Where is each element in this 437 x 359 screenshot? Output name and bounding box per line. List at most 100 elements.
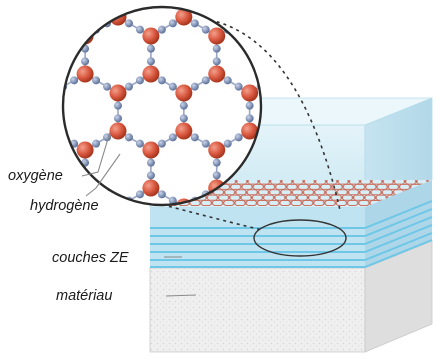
hydrogen-atom xyxy=(201,25,210,34)
oxygen-atom xyxy=(11,256,28,273)
hydrogen-atom xyxy=(333,76,341,84)
lattice-bond xyxy=(315,74,348,93)
hydrogen-atom xyxy=(168,82,177,91)
hydrogen-atom xyxy=(103,82,112,91)
hydrogen-atom xyxy=(70,25,79,34)
oxygen-atom xyxy=(11,66,28,83)
hydrogen-atom xyxy=(212,44,221,53)
hydrogen-atom xyxy=(190,133,199,142)
surface-hexagon xyxy=(105,195,118,200)
hydrogen-atom xyxy=(245,114,254,123)
oxygen-atom xyxy=(175,122,193,140)
hydrogen-atom xyxy=(179,7,188,9)
hydrogen-atom xyxy=(146,171,155,180)
label-oxygen: oxygène xyxy=(8,168,63,184)
oxygen-atom xyxy=(340,66,357,83)
hydrogen-atom xyxy=(81,57,90,66)
hydrogen-atom xyxy=(234,19,243,28)
surface-hexagon xyxy=(392,180,407,185)
hydrogen-atom xyxy=(4,140,12,148)
hydrogen-atom xyxy=(63,19,68,28)
leader-oxygen xyxy=(81,131,111,177)
hydrogen-atom xyxy=(26,140,34,148)
oxygen-atom xyxy=(241,122,259,140)
lattice-bond xyxy=(0,17,19,36)
hydrogen-atom xyxy=(48,216,56,224)
hydrogen-atom xyxy=(48,0,56,8)
surface-hexagon xyxy=(245,180,261,185)
hydrogen-atom xyxy=(355,76,363,84)
hydrogen-atom xyxy=(279,45,287,53)
hydrogen-atom xyxy=(322,19,330,27)
material-front xyxy=(149,267,366,353)
hydrogen-atom xyxy=(0,247,1,255)
oxygen-atom xyxy=(373,9,390,26)
hydrogen-atom xyxy=(201,76,210,85)
surface-hexagon xyxy=(369,180,385,185)
surface-hexagon xyxy=(256,180,272,185)
lattice-bond xyxy=(19,245,52,264)
hydrogen-atom xyxy=(15,57,23,65)
hydrogen-atom xyxy=(223,139,232,148)
lattice-bond xyxy=(0,188,19,207)
hydrogen-atom xyxy=(333,26,341,34)
surface-hexagon xyxy=(302,180,317,185)
hydrogen-atom xyxy=(322,83,330,91)
hydrogen-atom xyxy=(344,57,352,65)
magnifier-rim xyxy=(61,5,263,207)
hydrogen-atom xyxy=(168,133,177,142)
ez-layers-side xyxy=(364,180,433,268)
lattice-bond xyxy=(348,74,381,93)
hydrogen-atom xyxy=(0,197,1,205)
hydrogen-atom xyxy=(344,45,352,53)
hydrogen-atom xyxy=(279,57,287,65)
hydrogen-atom xyxy=(135,76,144,85)
hydrogen-atom xyxy=(103,196,112,205)
hydrogen-atom xyxy=(268,76,276,84)
hydrogen-atom xyxy=(201,139,210,148)
hydrogen-atom xyxy=(146,158,155,167)
hydrogen-atom xyxy=(234,133,243,142)
surface-hexagon xyxy=(268,180,283,185)
lattice-bond xyxy=(19,74,52,93)
surface-hexagon xyxy=(358,180,374,185)
lattice-bond xyxy=(63,16,86,37)
lattice-bond xyxy=(0,245,19,264)
hydrogen-atom xyxy=(311,0,319,8)
surface-hexagon xyxy=(99,201,112,206)
surface-hexagon xyxy=(279,180,295,185)
hydrogen-atom xyxy=(48,114,56,122)
oxygen-atom xyxy=(142,179,160,197)
hydrogen-atom xyxy=(268,26,276,34)
oxygen-atom xyxy=(241,8,259,26)
lattice-bond xyxy=(249,16,261,37)
hydrogen-atom xyxy=(157,25,166,34)
hydrogen-atom xyxy=(92,76,101,85)
oxygen-atom xyxy=(44,9,61,26)
label-ez-layers: couches ZE xyxy=(52,250,129,266)
surface-hexagon xyxy=(380,180,396,185)
hydrogen-atom xyxy=(179,114,188,123)
label-hydrogen: hydrogène xyxy=(30,198,99,214)
surface-hexagon xyxy=(110,201,123,206)
leader-hydrogen xyxy=(85,153,121,197)
oxygen-atom xyxy=(175,8,193,26)
hydrogen-atom xyxy=(366,83,374,91)
hydrogen-atom xyxy=(15,159,23,167)
oxygen-atom xyxy=(76,179,94,197)
hydrogen-atom xyxy=(366,19,374,27)
hydrogen-atom xyxy=(114,114,122,123)
hydrogen-atom xyxy=(135,139,144,148)
hydrogen-atom xyxy=(48,228,56,236)
oxygen-atom xyxy=(307,9,324,26)
zoom-target-ring xyxy=(253,219,347,257)
hydrogen-atom xyxy=(114,7,122,9)
hydrogen-atom xyxy=(300,83,308,91)
hydrogen-atom xyxy=(212,171,221,180)
lattice-bond xyxy=(0,131,19,150)
hydrogen-atom xyxy=(0,19,1,27)
hydrogen-atom xyxy=(245,101,254,110)
hydrogen-atom xyxy=(146,57,155,66)
hydrogen-atom xyxy=(190,19,199,28)
